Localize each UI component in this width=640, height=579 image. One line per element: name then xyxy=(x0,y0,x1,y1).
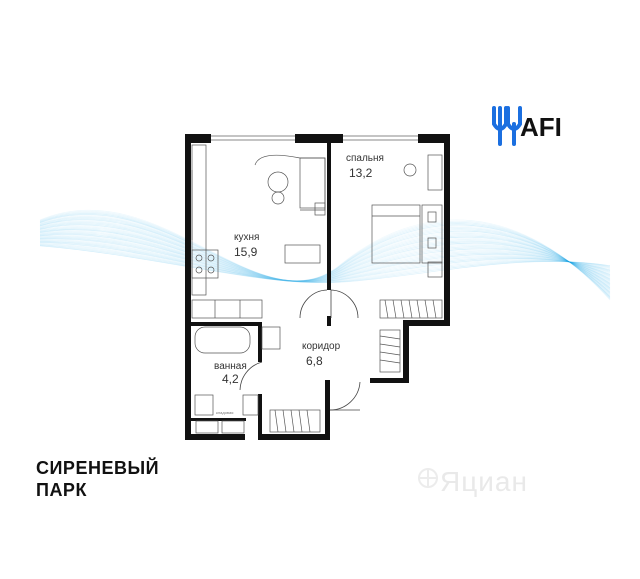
bedroom-furniture xyxy=(371,154,443,319)
wave-line xyxy=(39,224,611,288)
bathroom-name: ванная xyxy=(214,361,247,372)
wave-line xyxy=(39,220,611,292)
wave-line xyxy=(39,238,611,282)
wave-line xyxy=(39,212,611,298)
wave-line xyxy=(39,244,611,283)
corridor-name: коридор xyxy=(302,341,341,352)
wave-line xyxy=(39,227,611,286)
bathroom-area: 4,2 xyxy=(222,372,239,386)
wave-line xyxy=(39,237,611,282)
wave-line xyxy=(39,216,611,295)
wave-line xyxy=(39,221,611,291)
bathroom-furniture xyxy=(194,326,401,434)
wave-line xyxy=(39,242,611,283)
wave-line xyxy=(39,219,611,293)
wave-line xyxy=(39,228,611,285)
wave-line xyxy=(39,235,611,282)
wave-line xyxy=(39,226,611,287)
small-label: кладовая xyxy=(216,410,234,415)
corridor-area: 6,8 xyxy=(306,354,323,368)
wave-line xyxy=(39,240,611,283)
kitchen-furniture xyxy=(191,144,326,319)
wave-line xyxy=(39,235,611,282)
wave-line xyxy=(39,225,611,288)
walls xyxy=(185,134,450,440)
wave-line xyxy=(39,233,611,282)
wave-line xyxy=(39,222,611,290)
project-name-line1: СИРЕНЕВЫЙ xyxy=(36,458,160,478)
watermark-text: Яциан xyxy=(440,466,528,497)
wave-line xyxy=(39,232,611,282)
wave-line xyxy=(39,218,611,294)
wave-line xyxy=(39,215,611,296)
project-name-line2: ПАРК xyxy=(36,480,87,500)
kitchen-area: 15,9 xyxy=(234,245,258,259)
wave-line xyxy=(39,239,611,283)
wave-line xyxy=(39,214,611,297)
bedroom-name: спальня xyxy=(346,153,384,164)
watermark-icon xyxy=(418,468,438,488)
wave-line xyxy=(39,242,611,283)
wave-line xyxy=(39,231,611,282)
wave-line xyxy=(39,210,611,300)
wave-line xyxy=(39,245,611,284)
wave-line xyxy=(39,217,611,295)
room-fills xyxy=(190,140,445,435)
wave-line xyxy=(39,223,611,289)
wave-line xyxy=(39,240,611,283)
wave-line xyxy=(39,211,611,299)
afi-logo-icon xyxy=(492,106,522,146)
wave-line xyxy=(39,243,611,283)
logo-text: AFI xyxy=(520,112,562,142)
doors xyxy=(239,289,361,411)
wave-line xyxy=(39,236,611,282)
wave-line xyxy=(39,229,611,284)
wave-line xyxy=(39,230,611,283)
bedroom-area: 13,2 xyxy=(349,166,373,180)
kitchen-name: кухня xyxy=(234,232,260,243)
wave-line xyxy=(39,244,611,283)
wave-line xyxy=(39,209,611,301)
wave-line xyxy=(39,241,611,283)
wave-line xyxy=(39,234,611,282)
decorative-waves xyxy=(39,209,611,301)
